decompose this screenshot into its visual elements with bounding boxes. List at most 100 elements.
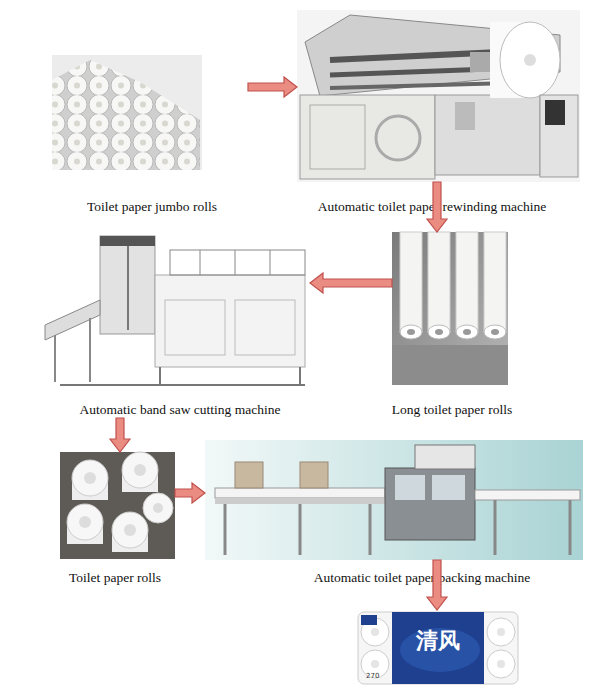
photo-rect [395,475,425,500]
photo-circle [134,464,146,476]
jumbo-rolls-node: Toilet paper jumbo rolls [52,55,248,170]
band-saw-node: Automatic band saw cutting machine [40,228,310,418]
photo-rect [435,95,540,175]
photo-line [159,367,161,385]
photo-line [494,500,497,555]
photo-line [369,504,372,555]
photo-rect [300,462,328,488]
package-photo [358,612,518,684]
photo-rect [540,95,578,177]
photo-circle [371,660,379,668]
photo-rect [297,10,580,182]
photo-rect [52,55,202,170]
flow-arrow [110,418,130,452]
rewinding-machine-photo [297,10,580,182]
photo-circle [487,650,515,678]
flow-arrow [310,273,392,293]
photo-rect [205,440,583,560]
photo-rect [100,236,155,246]
photo-line [200,250,201,275]
photo-line [299,504,302,555]
photo-line [299,367,301,385]
flow-arrow [248,77,297,97]
photo-circle [122,452,158,488]
photo-rect [400,232,422,332]
photo-rect [155,275,305,367]
band-saw-machine-photo [45,236,305,385]
photo-line [54,335,56,382]
photo-rect [165,300,225,355]
photo-rect [475,490,580,500]
long-rolls-photo [392,232,508,385]
photo-rect [385,468,475,540]
photo-circle [487,618,515,646]
photo-circle [376,116,420,160]
photo-rect [60,452,175,559]
brand-text: 清风 [392,628,484,654]
photo-rect [300,95,435,179]
photo-polygon [52,60,200,170]
photo-rect [100,236,155,334]
photo-line [224,504,227,555]
caption: Toilet paper rolls [35,570,195,586]
photo-rect [392,612,484,684]
photo-line [60,384,305,386]
photo-circle [497,628,505,636]
caption: Toilet paper jumbo rolls [52,199,252,215]
count-text: 270 [366,672,396,680]
caption: Automatic toilet paper packing machine [262,570,582,586]
photo-rect [392,232,508,385]
photo-rect [415,445,475,469]
photo-line [569,500,572,555]
toilet-rolls-node: Toilet paper rolls [60,452,175,559]
photo-ellipse [463,329,471,335]
photo-ellipse [428,325,450,339]
photo-circle [124,524,136,536]
photo-rect [455,102,475,130]
photo-ellipse [500,22,560,98]
photo-ellipse [456,325,478,339]
photo-rect [470,52,492,72]
photo-rect [235,462,263,488]
photo-circle [524,54,536,66]
packing-machine-photo [205,440,583,560]
photo-line [89,318,91,382]
photo-rect [484,232,506,332]
photo-circle [112,512,148,548]
packing-machine-node: Automatic toilet paper packing machine [205,440,583,560]
photo-rect [215,498,385,504]
photo-circle [84,472,96,484]
rewinding-machine-node: Automatic toilet paper rewinding machine [297,10,580,182]
jumbo-rolls-photo [52,55,202,170]
photo-line [235,250,236,275]
photo-rect [456,232,478,332]
photo-rect [392,345,508,385]
package-node: 清风 270 [358,610,518,685]
photo-ellipse [484,325,506,339]
caption: Automatic band saw cutting machine [45,402,315,418]
photo-ellipse [491,329,499,335]
photo-rect [358,612,518,684]
photo-polygon [45,300,100,340]
photo-circle [79,516,91,528]
photo-line [270,250,271,275]
photo-rect [235,300,295,355]
photo-rect [361,615,377,625]
photo-rect [432,475,465,500]
photo-circle [497,660,505,668]
flow-arrow [175,483,205,503]
photo-rect [428,232,450,332]
photo-circle [67,504,103,540]
photo-ellipse [400,325,422,339]
toilet-rolls-photo [60,452,175,559]
photo-circle [72,460,108,496]
photo-circle [153,503,163,513]
photo-circle [143,493,173,523]
caption: Automatic toilet paper rewinding machine [282,199,582,215]
photo-rect [310,105,365,169]
photo-ellipse [407,329,415,335]
photo-line [127,246,129,330]
photo-ellipse [435,329,443,335]
long-rolls-node: Long toilet paper rolls [392,232,508,385]
